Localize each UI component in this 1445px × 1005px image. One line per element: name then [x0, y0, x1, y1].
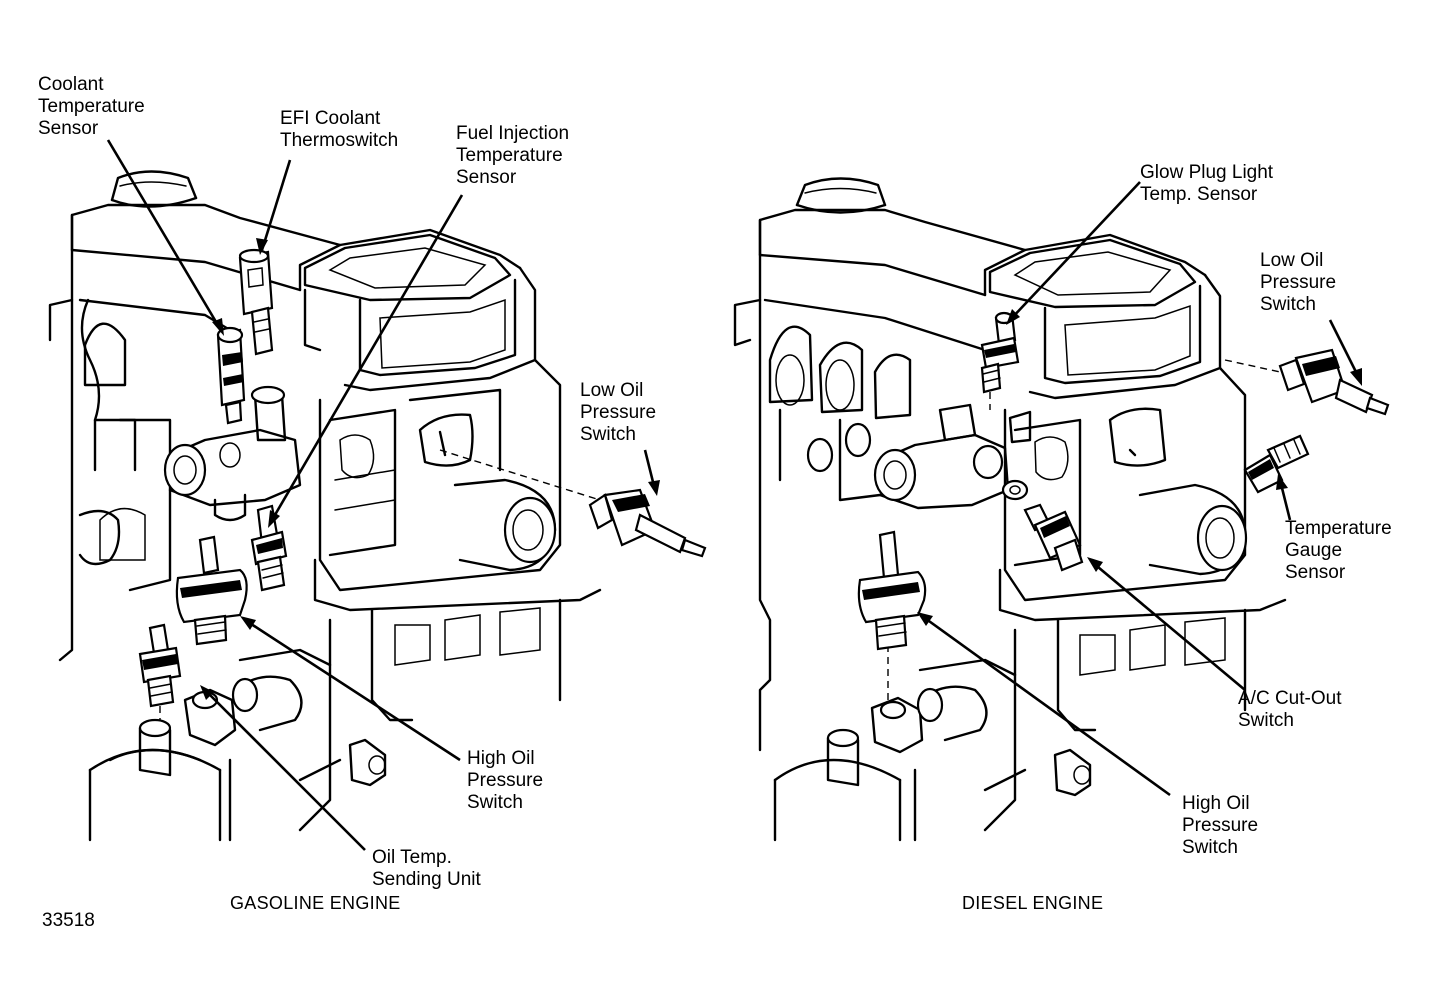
label-temperature-gauge-sensor: Temperature Gauge Sensor [1285, 518, 1392, 583]
gasoline-leader-lines [106, 139, 660, 851]
caption-gasoline-engine: GASOLINE ENGINE [230, 893, 401, 913]
gasoline-engine-drawing [48, 170, 707, 842]
label-glow-plug-light-temp-sensor: Glow Plug Light Temp. Sensor [1140, 162, 1274, 205]
label-ac-cut-out-switch: A/C Cut-Out Switch [1238, 688, 1342, 731]
caption-diesel-engine: DIESEL ENGINE [962, 893, 1104, 913]
diesel-leader-lines [917, 181, 1362, 797]
label-gasoline-low-oil-pressure-switch: Low Oil Pressure Switch [580, 380, 657, 445]
label-efi-coolant-thermoswitch: EFI Coolant Thermoswitch [280, 108, 399, 151]
figure-number: 33518 [42, 910, 95, 931]
label-oil-temp-sending-unit: Oil Temp. Sending Unit [372, 847, 481, 890]
label-diesel-low-oil-pressure-switch: Low Oil Pressure Switch [1260, 250, 1337, 315]
label-diesel-high-oil-pressure-switch: High Oil Pressure Switch [1182, 793, 1259, 858]
label-fuel-injection-temperature-sensor: Fuel Injection Temperature Sensor [456, 123, 570, 188]
label-coolant-temperature-sensor: Coolant Temperature Sensor [38, 74, 145, 139]
diesel-engine-drawing [733, 177, 1390, 842]
label-gasoline-high-oil-pressure-switch: High Oil Pressure Switch [467, 748, 544, 813]
